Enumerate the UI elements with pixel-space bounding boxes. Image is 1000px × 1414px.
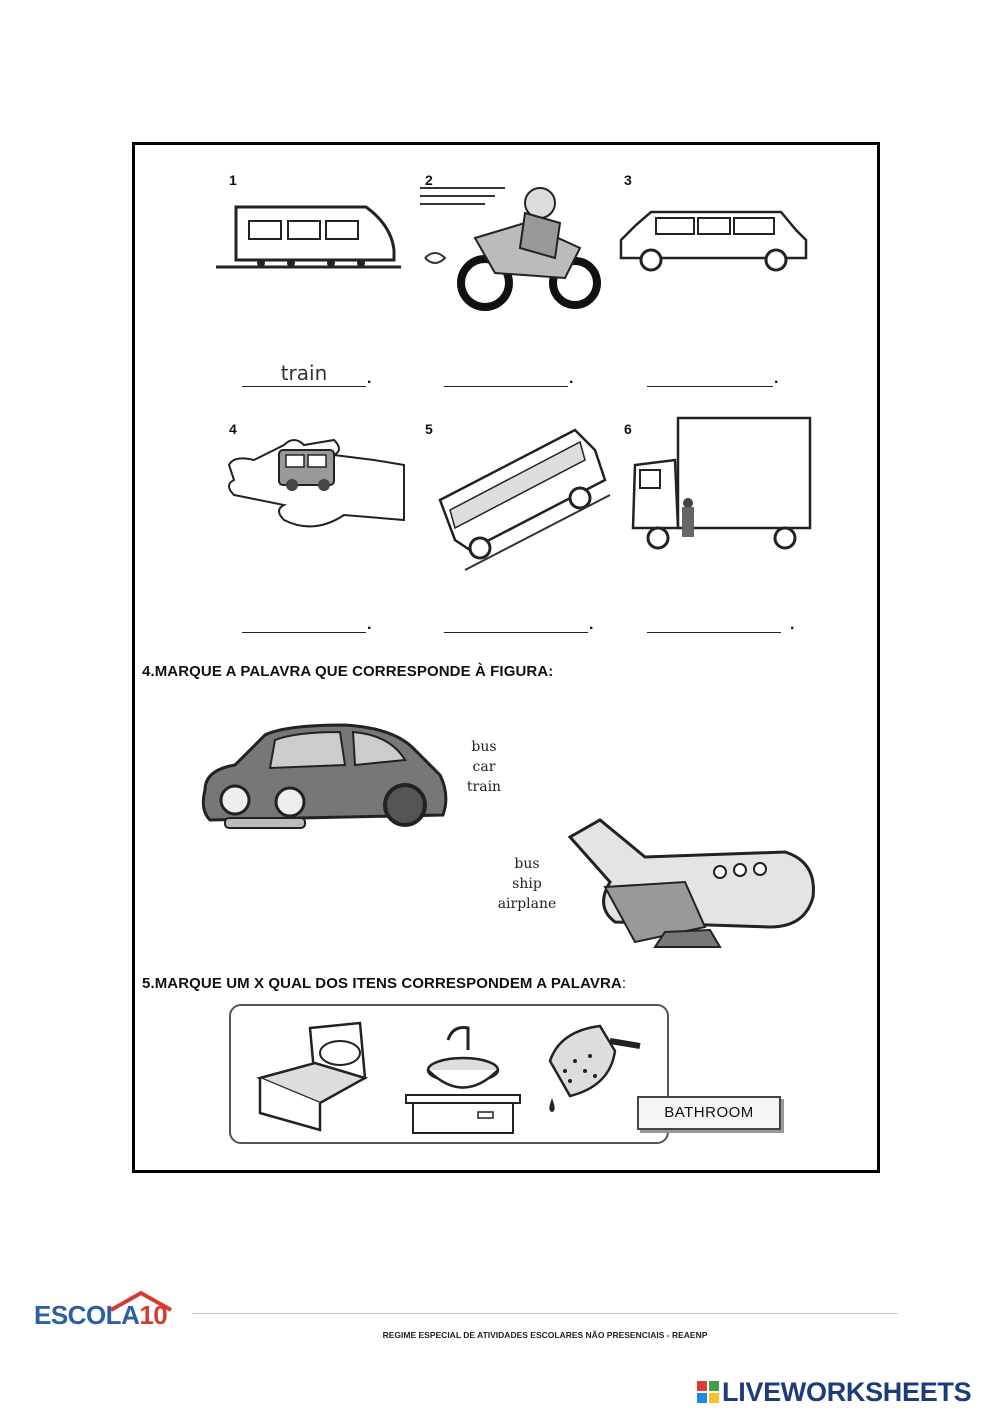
option-bus[interactable]: bus — [471, 739, 497, 755]
option-bus[interactable]: bus — [514, 856, 540, 872]
train-icon — [216, 205, 401, 269]
exercise5-title: 5.MARQUE UM X QUAL DOS ITENS CORRESPONDE… — [142, 975, 626, 992]
item-number-3: 3 — [624, 172, 632, 188]
option-list-car: bus car train — [458, 737, 510, 797]
logo-roof-icon — [110, 1290, 172, 1312]
footer-divider — [192, 1313, 898, 1314]
taxi-car-in-hand-icon — [227, 438, 405, 528]
footer-text: REGIME ESPECIAL DE ATIVIDADES ESCOLARES … — [382, 1330, 708, 1340]
answer-blank-5[interactable] — [444, 606, 588, 633]
item-number-1: 1 — [229, 172, 237, 188]
truck-icon — [631, 416, 812, 550]
worksheet-frame — [132, 142, 880, 1173]
bed-icon[interactable] — [255, 1018, 380, 1133]
exercise5-title-text: 5.MARQUE UM X QUAL DOS ITENS CORRESPONDE… — [142, 975, 622, 992]
sink-icon[interactable] — [403, 1020, 523, 1135]
item-number-2: 2 — [425, 172, 433, 188]
answer-blank-3[interactable] — [647, 360, 773, 387]
answer-period: . — [367, 370, 372, 387]
airplane-icon — [567, 818, 815, 948]
motorcycle-icon — [420, 187, 601, 311]
answer-blank-1[interactable]: train — [242, 360, 366, 387]
word-tag-bathroom: BATHROOM — [637, 1096, 781, 1130]
liveworksheets-logo-icon — [697, 1381, 719, 1403]
answer-blank-2[interactable] — [444, 360, 568, 387]
answer-blank-6[interactable] — [647, 606, 781, 633]
exercise4-title: 4.MARQUE A PALAVRA QUE CORRESPONDE À FIG… — [142, 663, 554, 680]
answer-period: . — [774, 370, 779, 387]
answer-period: . — [569, 370, 574, 387]
option-train[interactable]: train — [466, 779, 502, 795]
item-number-6: 6 — [624, 421, 632, 437]
answer-period: . — [589, 616, 594, 633]
option-ship[interactable]: ship — [512, 876, 542, 892]
limousine-icon — [619, 210, 808, 272]
car-icon — [201, 723, 448, 829]
shower-icon[interactable] — [540, 1016, 645, 1116]
item-number-5: 5 — [425, 421, 433, 437]
items-box — [229, 1004, 669, 1144]
option-list-airplane: bus ship airplane — [484, 854, 570, 914]
exercise5-title-colon: : — [621, 975, 627, 992]
option-airplane[interactable]: airplane — [497, 896, 557, 912]
option-car[interactable]: car — [472, 759, 496, 775]
item-number-4: 4 — [229, 421, 237, 437]
answer-blank-4[interactable] — [242, 606, 366, 633]
bus-icon — [438, 428, 611, 571]
answer-period: . — [367, 616, 372, 633]
answer-period: . — [790, 616, 795, 633]
liveworksheets-brand: LIVEWORKSHEETS — [722, 1377, 972, 1407]
